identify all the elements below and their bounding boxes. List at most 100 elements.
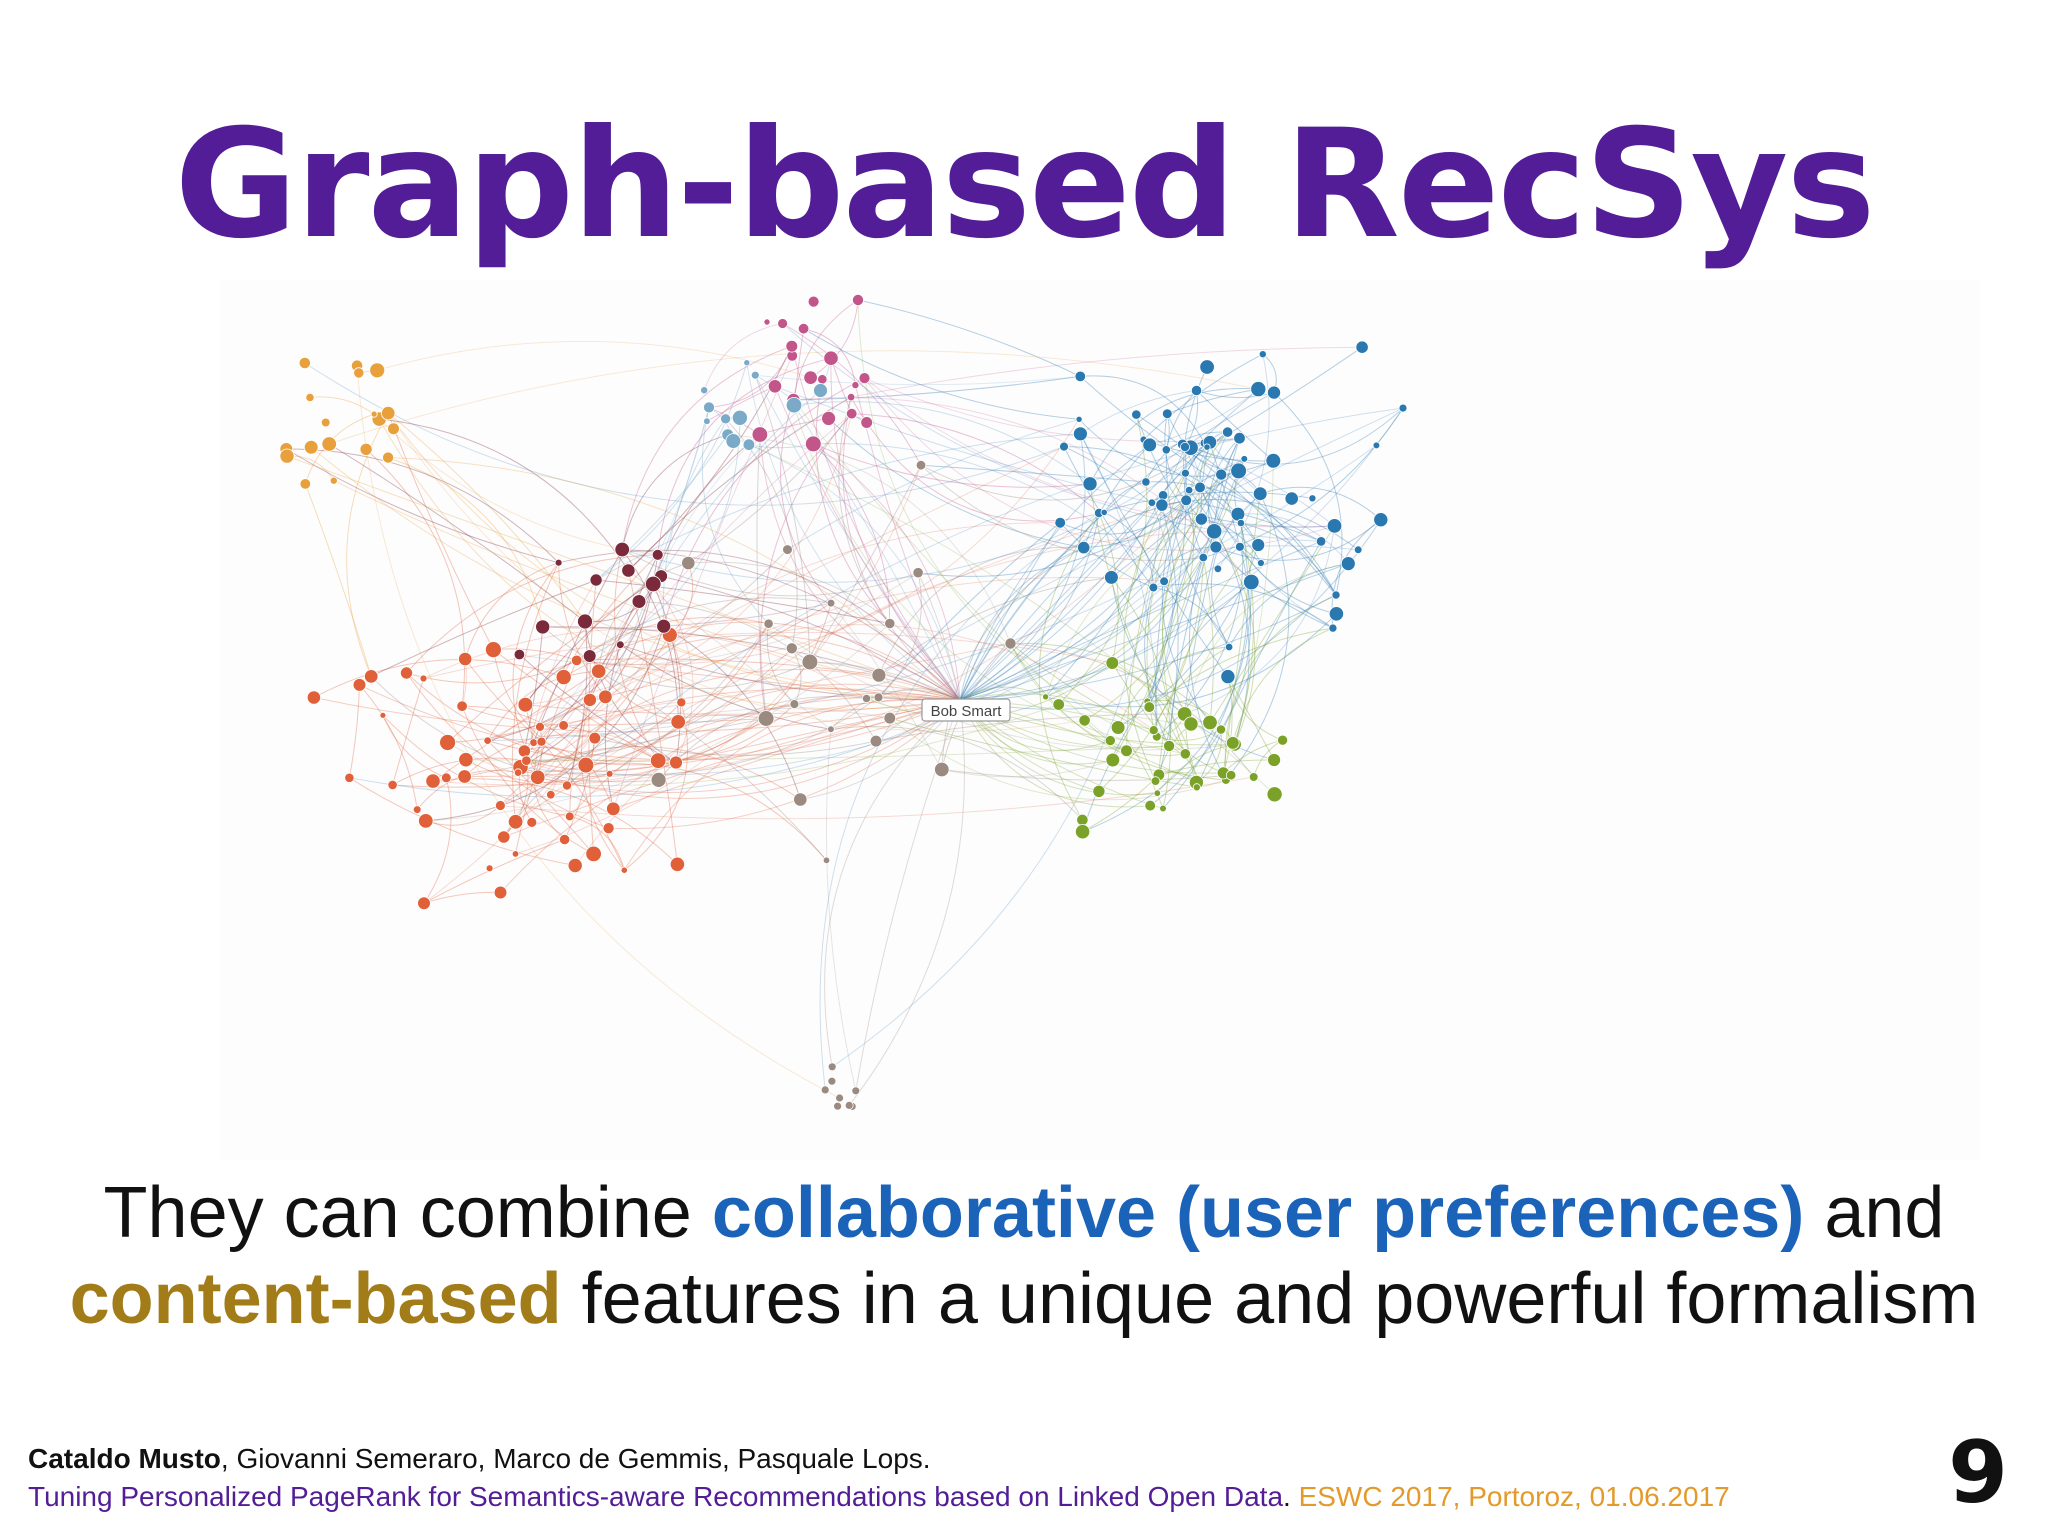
graph-node bbox=[1340, 556, 1356, 572]
graph-edge bbox=[622, 431, 1228, 583]
graph-node bbox=[1331, 590, 1341, 600]
graph-edge bbox=[1153, 646, 1230, 731]
graph-node bbox=[536, 736, 547, 747]
graph-node bbox=[591, 663, 607, 679]
graph-node bbox=[782, 544, 793, 555]
graph-node bbox=[1328, 623, 1338, 633]
graph-edge bbox=[465, 745, 1170, 761]
graph-node bbox=[1398, 403, 1408, 413]
graph-node bbox=[821, 410, 836, 426]
graph-node bbox=[1082, 476, 1098, 492]
graph-edge bbox=[329, 350, 1275, 445]
graph-edge bbox=[1112, 662, 1197, 783]
graph-edge bbox=[464, 658, 542, 743]
graph-edge bbox=[356, 365, 840, 1099]
graph-edge bbox=[1038, 512, 1100, 821]
graph-edge bbox=[791, 648, 802, 705]
graph-node bbox=[458, 651, 473, 667]
graph-node bbox=[651, 548, 664, 561]
graph-node bbox=[826, 598, 836, 608]
graph-node bbox=[1131, 409, 1142, 420]
graph-edge bbox=[941, 547, 1084, 770]
graph-node bbox=[305, 392, 315, 403]
page-number: 9 bbox=[1948, 1423, 2008, 1523]
graph-edge bbox=[1083, 444, 1151, 548]
graph-edge bbox=[1239, 546, 1337, 615]
graph-node bbox=[577, 756, 595, 774]
graph-edge bbox=[1202, 557, 1214, 723]
graph-node bbox=[1257, 559, 1265, 567]
graph-node bbox=[1092, 784, 1106, 798]
graph-node bbox=[535, 721, 545, 732]
graph-edge bbox=[519, 654, 677, 763]
graph-node bbox=[1277, 734, 1289, 746]
graph-edge bbox=[309, 396, 375, 415]
graph-edge bbox=[793, 299, 859, 401]
graph-node bbox=[1353, 545, 1363, 555]
graph-edge bbox=[1063, 446, 1154, 588]
graph-node bbox=[1202, 714, 1218, 731]
graph-edge bbox=[1149, 388, 1259, 446]
graph-edge bbox=[1059, 522, 1154, 588]
graph-node bbox=[535, 619, 551, 635]
graph-node bbox=[412, 805, 422, 814]
graph-edge bbox=[812, 443, 891, 624]
graph-edge bbox=[520, 554, 659, 768]
graph-node bbox=[1104, 735, 1116, 747]
graph-edge bbox=[612, 355, 793, 809]
graph-edge bbox=[576, 597, 832, 661]
graph-edge bbox=[803, 328, 856, 386]
graph-node bbox=[521, 755, 532, 766]
graph-edge bbox=[1188, 557, 1227, 781]
graph-node bbox=[582, 649, 597, 663]
graph-edge bbox=[727, 434, 1275, 795]
graph-edge bbox=[622, 549, 961, 701]
caption-part1: They can combine bbox=[103, 1173, 712, 1253]
graph-node bbox=[751, 426, 769, 443]
graph-edge bbox=[1156, 743, 1235, 794]
graph-edge bbox=[500, 699, 961, 893]
graph-node bbox=[1251, 538, 1266, 552]
graph-edge bbox=[525, 413, 853, 706]
graph-edge bbox=[959, 546, 1241, 701]
graph-edge bbox=[663, 625, 801, 800]
graph-node bbox=[369, 362, 386, 379]
citation-other-authors: , Giovanni Semeraro, Marco de Gemmis, Pa… bbox=[220, 1443, 931, 1474]
graph-edge bbox=[959, 512, 1105, 701]
graph-edge bbox=[526, 647, 793, 762]
graph-edge bbox=[857, 299, 1081, 377]
caption-collaborative: collaborative (user preferences) bbox=[711, 1173, 1805, 1253]
graph-edge bbox=[1184, 407, 1404, 465]
graph-node bbox=[817, 374, 828, 385]
graph-node bbox=[513, 768, 523, 777]
graph-node bbox=[789, 699, 800, 710]
graph-node-label: Bob Smart bbox=[921, 698, 1011, 722]
graph-node bbox=[820, 1085, 830, 1095]
graph-edge bbox=[1063, 446, 1204, 558]
graph-edge bbox=[878, 688, 961, 701]
graph-node-label-text: Bob Smart bbox=[931, 703, 1003, 720]
graph-edge bbox=[669, 562, 694, 636]
graph-node bbox=[823, 350, 839, 366]
graph-node bbox=[858, 372, 871, 384]
graph-edge bbox=[754, 375, 811, 663]
graph-edge bbox=[1079, 433, 1158, 737]
graph-node bbox=[1076, 813, 1089, 827]
graph-edge bbox=[959, 563, 1349, 701]
graph-edge bbox=[1117, 727, 1164, 809]
graph-edge bbox=[621, 345, 792, 550]
graph-edge bbox=[359, 684, 418, 810]
graph-edge bbox=[959, 540, 1322, 701]
graph-edge bbox=[864, 377, 1240, 442]
graph-node bbox=[511, 850, 520, 858]
graph-node bbox=[1265, 453, 1282, 469]
graph-edge bbox=[588, 579, 597, 854]
graph-node bbox=[767, 379, 783, 394]
graph-node bbox=[793, 792, 808, 807]
graph-edge bbox=[1225, 493, 1290, 781]
graph-edge bbox=[1111, 458, 1245, 578]
graph-edge bbox=[809, 464, 922, 663]
graph-edge bbox=[748, 443, 814, 449]
graph-edge bbox=[1156, 729, 1222, 741]
graph-edge bbox=[1148, 502, 1174, 708]
